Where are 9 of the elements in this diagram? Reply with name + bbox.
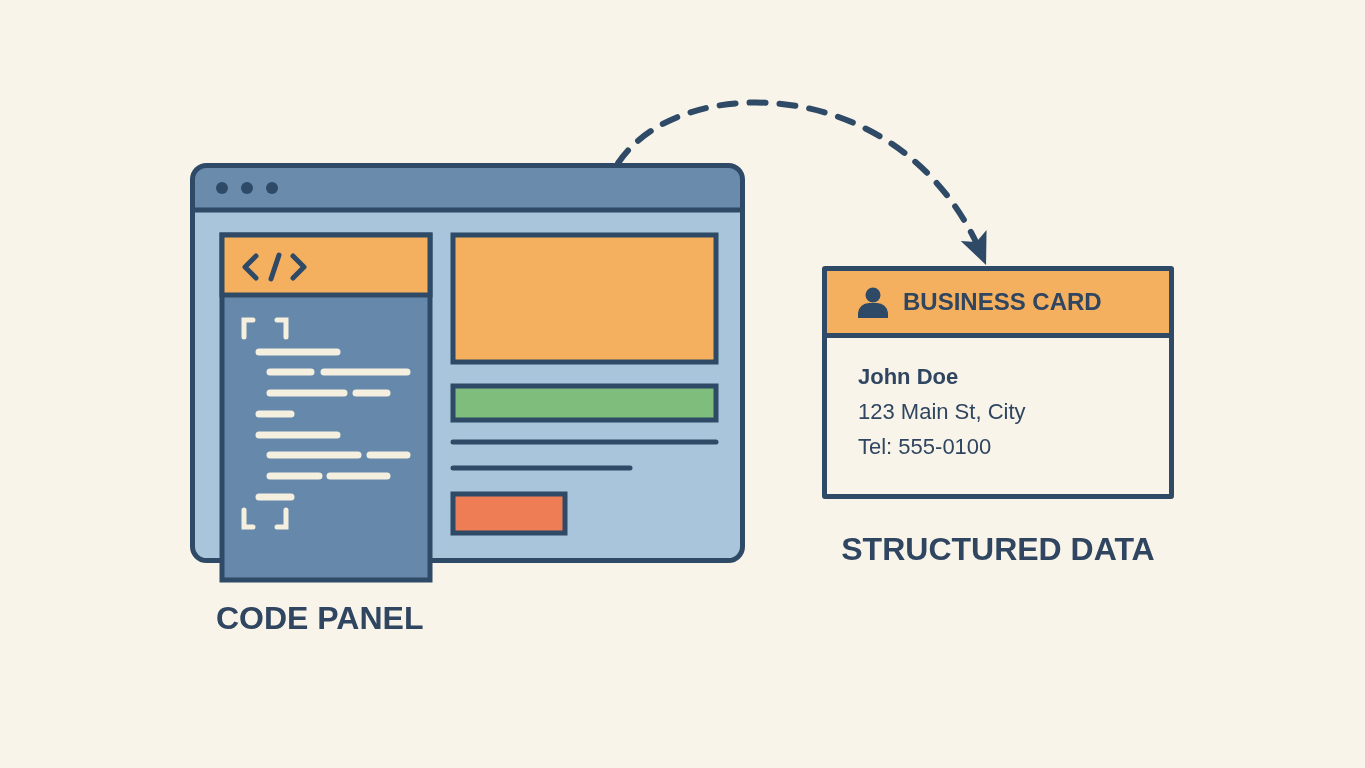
section-caption: STRUCTURED DATA bbox=[841, 530, 1155, 569]
dashed-arrow bbox=[615, 99, 987, 265]
contact-name: John Doe bbox=[858, 363, 959, 391]
business-card bbox=[822, 266, 1174, 499]
section-caption: CODE PANEL bbox=[216, 599, 424, 638]
contact-detail: Tel: 555-0100 bbox=[858, 433, 992, 461]
browser-window-illustration bbox=[190, 163, 746, 585]
contact-detail: 123 Main St, City bbox=[858, 398, 1026, 426]
card-title: BUSINESS CARD bbox=[903, 288, 1102, 316]
